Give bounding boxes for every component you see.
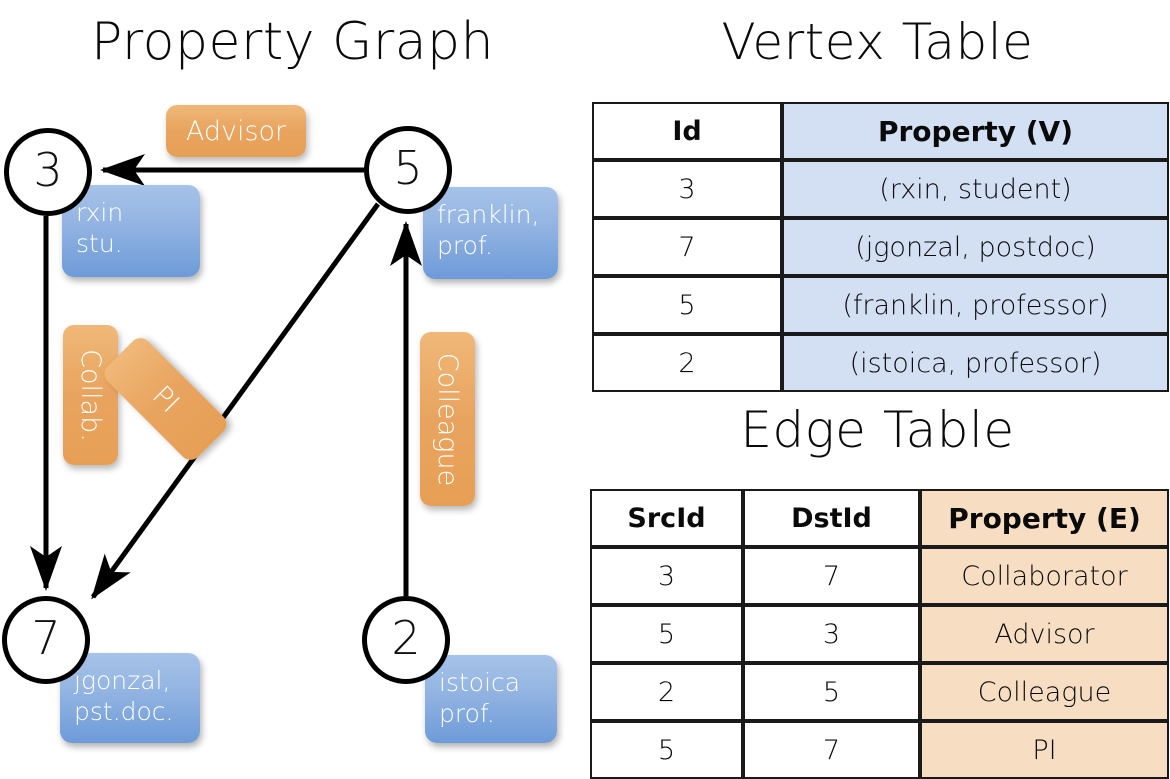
edge-table-cell-property: Advisor bbox=[920, 605, 1169, 663]
vertex-callout-5: franklin, prof. bbox=[423, 187, 558, 279]
table-row: 5 (franklin, professor) bbox=[592, 276, 1169, 334]
graph-vertex-3: 3 bbox=[4, 128, 92, 216]
graph-vertex-5-label: 5 bbox=[393, 141, 423, 195]
vertex-callout-2-line1: istoica bbox=[439, 668, 521, 697]
vertex-callout-7-line2: pst.doc. bbox=[74, 697, 174, 726]
vertex-table-cell-id: 5 bbox=[592, 276, 782, 334]
vertex-callout-5-line2: prof. bbox=[437, 231, 493, 260]
vertex-callout-3: rxin stu. bbox=[62, 185, 200, 277]
edge-label-colleague-text: Colleague bbox=[432, 352, 463, 486]
vertex-callout-2: istoica prof. bbox=[425, 655, 557, 743]
vertex-table-header-property: Property (V) bbox=[782, 102, 1169, 160]
page-title-property-graph: Property Graph bbox=[90, 12, 495, 72]
vertex-callout-3-line1: rxin bbox=[76, 198, 124, 227]
edge-label-collab: Collab. bbox=[63, 325, 118, 465]
graph-vertex-2-label: 2 bbox=[391, 611, 421, 665]
vertex-table-cell-property: (rxin, student) bbox=[782, 160, 1169, 218]
graph-vertex-3-label: 3 bbox=[33, 143, 63, 197]
edge-table-cell-srcid: 5 bbox=[590, 721, 743, 779]
table-row: 3 (rxin, student) bbox=[592, 160, 1169, 218]
edge-table: SrcId DstId Property (E) 3 7 Collaborato… bbox=[590, 489, 1169, 779]
vertex-callout-5-line1: franklin, bbox=[437, 200, 540, 229]
vertex-table-cell-id: 2 bbox=[592, 334, 782, 392]
vertex-table-cell-property: (istoica, professor) bbox=[782, 334, 1169, 392]
edge-table-header-dstid: DstId bbox=[743, 489, 920, 547]
vertex-callout-7-line1: jgonzal, bbox=[74, 666, 171, 695]
page-title-edge-table: Edge Table bbox=[740, 401, 1015, 459]
vertex-table-cell-id: 7 bbox=[592, 218, 782, 276]
edge-label-advisor-text: Advisor bbox=[185, 115, 287, 147]
edge-table-cell-srcid: 3 bbox=[590, 547, 743, 605]
edge-table-header-property: Property (E) bbox=[920, 489, 1169, 547]
edge-label-collab-text: Collab. bbox=[75, 348, 106, 442]
graph-vertex-5: 5 bbox=[364, 126, 452, 214]
table-row: 2 5 Colleague bbox=[590, 663, 1169, 721]
graph-vertex-2: 2 bbox=[362, 596, 450, 684]
table-row: 2 (istoica, professor) bbox=[592, 334, 1169, 392]
table-row: 5 7 PI bbox=[590, 721, 1169, 779]
edge-table-header-row: SrcId DstId Property (E) bbox=[590, 489, 1169, 547]
vertex-table: Id Property (V) 3 (rxin, student) 7 (jgo… bbox=[592, 102, 1169, 392]
vertex-table-cell-property: (jgonzal, postdoc) bbox=[782, 218, 1169, 276]
edge-label-pi-text: PI bbox=[145, 379, 186, 419]
edge-table-cell-property: Collaborator bbox=[920, 547, 1169, 605]
vertex-table-cell-property: (franklin, professor) bbox=[782, 276, 1169, 334]
property-graph-diagram: Advisor Collab. PI Colleague rxin stu. f… bbox=[0, 0, 585, 760]
vertex-callout-3-line2: stu. bbox=[76, 229, 123, 258]
edge-label-advisor: Advisor bbox=[166, 105, 306, 157]
edge-table-cell-property: Colleague bbox=[920, 663, 1169, 721]
vertex-callout-7: jgonzal, pst.doc. bbox=[60, 653, 200, 743]
vertex-callout-2-line2: prof. bbox=[439, 699, 495, 728]
page-title-vertex-table: Vertex Table bbox=[721, 13, 1034, 71]
table-row: 3 7 Collaborator bbox=[590, 547, 1169, 605]
table-row: 5 3 Advisor bbox=[590, 605, 1169, 663]
edge-table-cell-dstid: 7 bbox=[743, 721, 920, 779]
edge-5-to-7 bbox=[90, 202, 381, 600]
edge-table-cell-srcid: 5 bbox=[590, 605, 743, 663]
graph-vertex-7: 7 bbox=[2, 596, 90, 684]
edge-label-colleague: Colleague bbox=[420, 332, 475, 506]
edge-table-header-srcid: SrcId bbox=[590, 489, 743, 547]
vertex-table-header-id: Id bbox=[592, 102, 782, 160]
edge-table-cell-dstid: 7 bbox=[743, 547, 920, 605]
edge-table-cell-srcid: 2 bbox=[590, 663, 743, 721]
graph-vertex-7-label: 7 bbox=[31, 611, 61, 665]
vertex-table-header-row: Id Property (V) bbox=[592, 102, 1169, 160]
edge-table-cell-dstid: 5 bbox=[743, 663, 920, 721]
edge-table-cell-dstid: 3 bbox=[743, 605, 920, 663]
table-row: 7 (jgonzal, postdoc) bbox=[592, 218, 1169, 276]
graph-edges-layer bbox=[30, 154, 422, 600]
edge-table-cell-property: PI bbox=[920, 721, 1169, 779]
vertex-table-cell-id: 3 bbox=[592, 160, 782, 218]
